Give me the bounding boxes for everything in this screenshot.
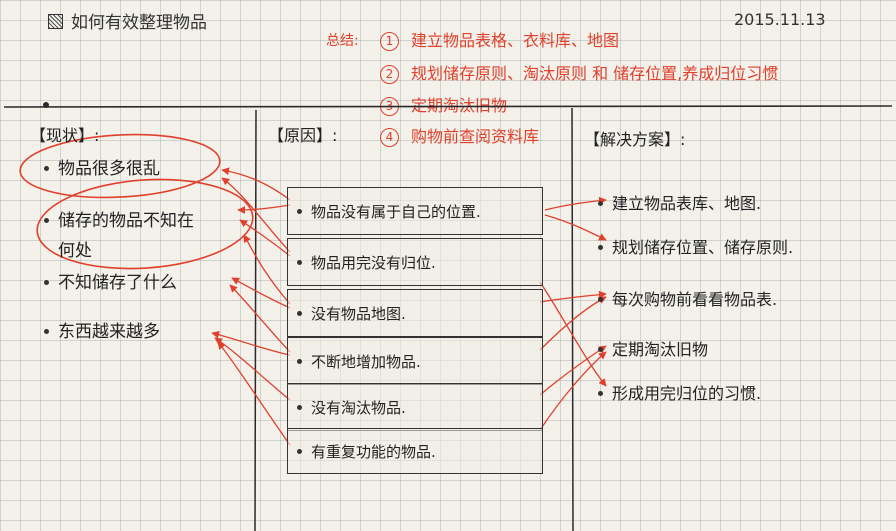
- phenomenon-text-cont: 何处: [58, 241, 92, 261]
- arrow-cause4-phen3: [229, 284, 291, 353]
- arrow-cause3-phen2: [243, 234, 291, 305]
- bullet-dot: [44, 329, 49, 334]
- notebook-icon: [48, 14, 63, 29]
- arrow-cause2-sol5: [539, 281, 607, 387]
- summary-text: 购物前查阅资料库: [411, 127, 540, 146]
- cause-text: 没有物品地图.: [311, 305, 406, 323]
- bullet-dot: [297, 449, 302, 454]
- phenomenon-item: 东西越来越多: [44, 317, 160, 342]
- bullet-dot: [297, 359, 302, 364]
- cause-item: 没有物品地图.: [297, 303, 406, 324]
- cause-text: 没有淘汰物品.: [311, 399, 406, 417]
- highlight-ellipse-1: [19, 133, 221, 199]
- cause-text: 有重复功能的物品.: [311, 443, 436, 461]
- arrow-cause3-sol3: [539, 290, 607, 303]
- bullet-dot: [598, 201, 603, 206]
- bullet-dot: [598, 245, 603, 250]
- solution-text: 定期淘汰旧物: [612, 340, 709, 359]
- arrow-cause1-phen1: [221, 167, 291, 201]
- solution-text: 每次购物前看看物品表.: [612, 290, 778, 309]
- solution-text: 形成用完归位的习惯.: [612, 384, 762, 403]
- heading-cause: 【原因】:: [268, 126, 338, 145]
- page-title-text: 如何有效整理物品: [71, 13, 207, 33]
- arrow-cause1-phen2: [237, 204, 291, 214]
- solution-item: 形成用完归位的习惯.: [598, 380, 761, 404]
- cause-item: 不断地增加物品.: [297, 351, 421, 372]
- bullet-dot: [44, 166, 49, 171]
- solution-item: 定期淘汰旧物: [598, 336, 708, 360]
- cause-box: [287, 289, 543, 337]
- bullet-dot: [297, 209, 302, 214]
- bullet-dot: [44, 218, 49, 223]
- solution-text: 规划储存位置、储存原则.: [612, 238, 794, 257]
- heading-phenomenon: 【现状】:: [30, 126, 100, 145]
- summary-item-1: 1 建立物品表格、衣料库、地图: [380, 27, 619, 51]
- phenomenon-item: 储存的物品不知在: [44, 206, 194, 231]
- cause-text: 物品没有属于自己的位置.: [311, 203, 481, 221]
- summary-text: 定期淘汰旧物: [411, 96, 508, 115]
- summary-text: 建立物品表格、衣料库、地图: [411, 31, 620, 50]
- cause-box: [287, 187, 543, 235]
- bullet-dot: [598, 391, 603, 396]
- cause-box: [287, 238, 543, 286]
- solution-text: 建立物品表库、地图.: [612, 194, 762, 213]
- arrow-cause6-sol4: [539, 351, 607, 431]
- summary-number: 2: [380, 65, 399, 84]
- summary-number: 4: [380, 128, 399, 147]
- summary-number: 1: [380, 32, 399, 51]
- arrow-cause1-sol2: [544, 214, 607, 241]
- phenomenon-item: 不知储存了什么: [44, 268, 177, 293]
- summary-item-2: 2 规划储存原则、淘汰原则 和 储存位置,养成归位习惯: [380, 60, 778, 84]
- arrow-cause2-phen2: [239, 219, 291, 257]
- summary-item-4: 4 购物前查阅资料库: [380, 123, 539, 147]
- cause-text: 物品用完没有归位.: [311, 254, 436, 272]
- arrow-cause6-phen4: [217, 341, 291, 446]
- bullet-dot: [598, 347, 603, 352]
- date-label: 2015.11.13: [734, 10, 826, 29]
- arrow-cause4-phen4: [211, 330, 291, 356]
- solution-item: 每次购物前看看物品表.: [598, 286, 777, 310]
- cause-item: 物品没有属于自己的位置.: [297, 201, 481, 222]
- summary-text: 规划储存原则、淘汰原则 和 储存位置,养成归位习惯: [411, 64, 779, 83]
- bullet-dot: [297, 311, 302, 316]
- highlight-ellipse-2: [36, 178, 254, 270]
- arrow-cause3-phen3: [231, 277, 291, 309]
- arrow-cause1-sol1: [544, 196, 607, 211]
- page-title: 如何有效整理物品: [48, 8, 207, 33]
- top-divider-line: [3, 105, 893, 108]
- cause-box: [287, 337, 543, 385]
- solution-item: 建立物品表库、地图.: [598, 190, 761, 214]
- cause-item: 有重复功能的物品.: [297, 441, 436, 462]
- cause-text: 不断地增加物品.: [311, 353, 421, 371]
- arrow-cause2-phen1: [221, 177, 291, 253]
- bullet-dot: [44, 280, 49, 285]
- heading-solution: 【解决方案】:: [584, 130, 686, 149]
- bullet-dot: [297, 260, 302, 265]
- cause-box: [287, 383, 543, 431]
- bullet-dot: [598, 297, 603, 302]
- solution-item: 规划储存位置、储存原则.: [598, 234, 793, 258]
- phenomenon-text: 储存的物品不知在: [58, 211, 194, 231]
- column-divider-left: [254, 109, 257, 531]
- cause-item: 没有淘汰物品.: [297, 397, 406, 418]
- summary-label: 总结:: [326, 33, 359, 49]
- phenomenon-text: 东西越来越多: [58, 322, 160, 342]
- cause-box: [287, 428, 543, 474]
- cause-item: 物品用完没有归位.: [297, 252, 436, 273]
- divider-dot: [43, 102, 49, 108]
- phenomenon-text: 不知储存了什么: [58, 273, 177, 293]
- phenomenon-item: 物品很多很乱: [44, 154, 160, 179]
- phenomenon-text: 物品很多很乱: [58, 159, 160, 179]
- bullet-dot: [297, 405, 302, 410]
